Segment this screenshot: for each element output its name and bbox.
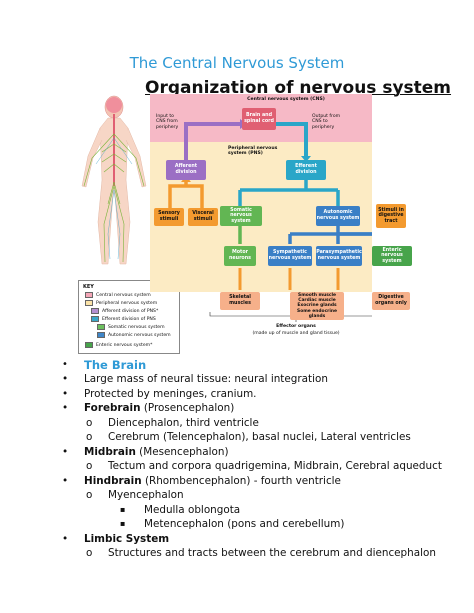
key-item: Somatic nervous system — [97, 324, 165, 330]
sensory-stimuli-box: Sensory stimuli — [154, 208, 184, 226]
smooth-muscle-glands-box: Smooth muscle Cardiac muscle Exocrine gl… — [290, 292, 344, 320]
pns-band-label: Peripheral nervous system (PNS) — [228, 146, 278, 157]
key-item: Central nervous system — [85, 292, 151, 298]
visceral-stimuli-box: Visceral stimuli — [188, 208, 218, 226]
effector-organs-sublabel: (made up of muscle and gland tissue) — [252, 331, 340, 336]
key-item: Enteric nervous system* — [85, 342, 152, 348]
motor-neurons-box: Motor neurons — [224, 246, 256, 266]
somatic-nervous-system-box: Somatic nervous system — [220, 206, 262, 226]
diagram-key: KEY Central nervous system Peripheral ne… — [78, 280, 180, 354]
afferent-division-box: Afferent division — [166, 160, 206, 180]
key-item: Autonomic nervous system — [97, 332, 171, 338]
autonomic-nervous-system-box: Autonomic nervous system — [316, 206, 360, 226]
key-item: Peripheral nervous system — [85, 300, 157, 306]
effector-organs-label: Effector organs — [276, 324, 316, 329]
enteric-nervous-system-box: Enteric nervous system — [372, 246, 412, 266]
digestive-organs-box: Digestive organs only — [372, 292, 410, 310]
cns-band-label: Central nervous system (CNS) — [247, 97, 325, 102]
sympathetic-box: Sympathetic nervous system — [268, 246, 312, 266]
nervous-system-body-illustration — [81, 95, 147, 265]
figure-title: Organization of nervous system — [145, 78, 452, 98]
output-label: Output from CNS to periphery — [312, 114, 341, 130]
skeletal-muscles-box: Skeletal muscles — [220, 292, 260, 310]
efferent-division-box: Efferent division — [286, 160, 326, 180]
digestive-stimuli-box: Stimuli in digestive tract — [376, 204, 406, 228]
organization-diagram: Central nervous system (CNS) Brain and s… — [150, 94, 412, 356]
brain-spinal-cord-box: Brain and spinal cord — [242, 108, 276, 130]
key-item: Afferent division of PNS* — [91, 308, 158, 314]
page-title: The Central Nervous System — [129, 54, 345, 72]
key-heading: KEY — [83, 284, 94, 290]
input-label: Input to CNS from periphery — [156, 114, 179, 130]
parasympathetic-box: Parasympathetic nervous system — [316, 246, 362, 266]
brain-heading: The Brain — [84, 358, 147, 372]
key-item: Efferent division of PNS — [91, 316, 156, 322]
